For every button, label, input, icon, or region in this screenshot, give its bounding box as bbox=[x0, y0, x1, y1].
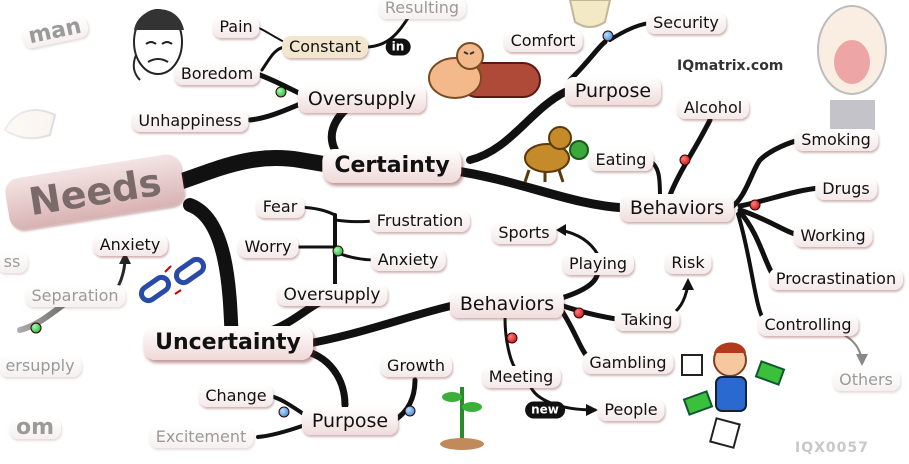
junction-dot-behaviors bbox=[749, 199, 761, 211]
node-unhappiness: Unhappiness bbox=[131, 110, 249, 132]
sprout-icon bbox=[440, 387, 484, 450]
hand-icon bbox=[3, 109, 57, 140]
node-gambling: Gambling bbox=[582, 352, 674, 374]
junction-dot-taking bbox=[573, 307, 585, 319]
boy-with-dice-and-money-icon bbox=[681, 342, 786, 449]
node-taking: Taking bbox=[614, 309, 680, 331]
node-comfort: Comfort bbox=[503, 30, 583, 52]
junction-dot-meeting bbox=[506, 332, 518, 344]
label-in: in bbox=[385, 38, 411, 56]
arrow-others bbox=[856, 354, 868, 366]
node-om: om bbox=[8, 417, 62, 439]
node-oversupply-mid: Oversupply bbox=[276, 284, 388, 306]
node-behaviors-mid: Behaviors bbox=[449, 290, 565, 318]
dog-eating-icon bbox=[523, 126, 589, 183]
node-change: Change bbox=[198, 385, 274, 407]
node-purpose-top: Purpose bbox=[564, 77, 662, 105]
branch-purpose-comfort bbox=[567, 39, 608, 83]
branch-purpose-excitement bbox=[256, 423, 307, 439]
junction-dot-separation bbox=[30, 322, 42, 334]
node-alcohol: Alcohol bbox=[676, 97, 750, 119]
node-controlling: Controlling bbox=[757, 314, 859, 336]
node-security: Security bbox=[646, 12, 726, 34]
node-separation: Separation bbox=[24, 285, 126, 307]
node-constant: Constant bbox=[282, 36, 368, 58]
branch-purpose-growth bbox=[392, 377, 418, 423]
node-eating: Eating bbox=[588, 149, 654, 171]
arrow-risk bbox=[682, 278, 694, 290]
junction-dot-anxiety bbox=[332, 245, 344, 257]
node-pain: Pain bbox=[212, 16, 260, 38]
node-anxiety-mid: Anxiety bbox=[370, 249, 446, 271]
node-boredom: Boredom bbox=[173, 63, 261, 85]
junction-dot-comfort bbox=[602, 30, 614, 42]
junction-dot-oversupply bbox=[275, 86, 287, 98]
node-drugs: Drugs bbox=[815, 178, 877, 200]
branch-purpose-security bbox=[608, 21, 652, 42]
node-oversupply-left: ersupply bbox=[0, 355, 82, 377]
node-resulting: Resulting bbox=[377, 0, 467, 19]
junction-dot-change bbox=[278, 406, 290, 418]
node-people: People bbox=[597, 399, 665, 421]
node-oversupply-top: Oversupply bbox=[297, 85, 427, 113]
node-uncertainty: Uncertainty bbox=[143, 326, 313, 360]
branch-certainty-purpose bbox=[466, 88, 569, 164]
label-new: new bbox=[525, 401, 565, 419]
branch-certainty-behaviors bbox=[445, 165, 630, 213]
node-fear: Fear bbox=[255, 196, 305, 218]
branch-behaviors-taking bbox=[557, 302, 625, 323]
branch-uncertainty-behaviors bbox=[296, 301, 459, 349]
node-playing: Playing bbox=[561, 253, 635, 275]
badge-icon bbox=[568, 0, 612, 28]
node-smoking: Smoking bbox=[794, 129, 878, 151]
branch-behaviors-drugs bbox=[737, 185, 823, 209]
broken-chain-icon bbox=[138, 256, 207, 304]
node-worry: Worry bbox=[237, 236, 299, 258]
node-meeting: Meeting bbox=[481, 366, 561, 388]
node-others: Others bbox=[832, 369, 900, 391]
watermark: IQmatrix.com bbox=[677, 58, 784, 74]
node-excitement: Excitement bbox=[148, 426, 254, 448]
node-procrastination: Procrastination bbox=[768, 268, 904, 290]
node-sports: Sports bbox=[491, 222, 557, 244]
node-risk: Risk bbox=[664, 252, 712, 274]
node-growth: Growth bbox=[380, 355, 452, 377]
branch-group-fear bbox=[298, 205, 337, 217]
junction-dot-eating bbox=[679, 154, 691, 166]
cat-on-sausage-icon bbox=[428, 42, 541, 99]
branch-behaviors-meeting bbox=[503, 316, 517, 370]
arrow-sports bbox=[556, 224, 566, 236]
node-working: Working bbox=[793, 225, 873, 247]
node-frustration: Frustration bbox=[369, 210, 471, 232]
node-behaviors-right: Behaviors bbox=[619, 194, 735, 222]
shouting-man-icon bbox=[817, 5, 887, 130]
footer-code: IQX0057 bbox=[795, 440, 869, 456]
node-anxiety-left: Anxiety bbox=[92, 234, 168, 256]
branch-behaviors-fan bbox=[727, 137, 803, 211]
arrow-people bbox=[586, 404, 598, 416]
node-ss: ss bbox=[0, 251, 28, 273]
node-certainty: Certainty bbox=[322, 149, 462, 183]
junction-dot-growth bbox=[404, 405, 416, 417]
node-purpose-bottom: Purpose bbox=[301, 407, 399, 435]
